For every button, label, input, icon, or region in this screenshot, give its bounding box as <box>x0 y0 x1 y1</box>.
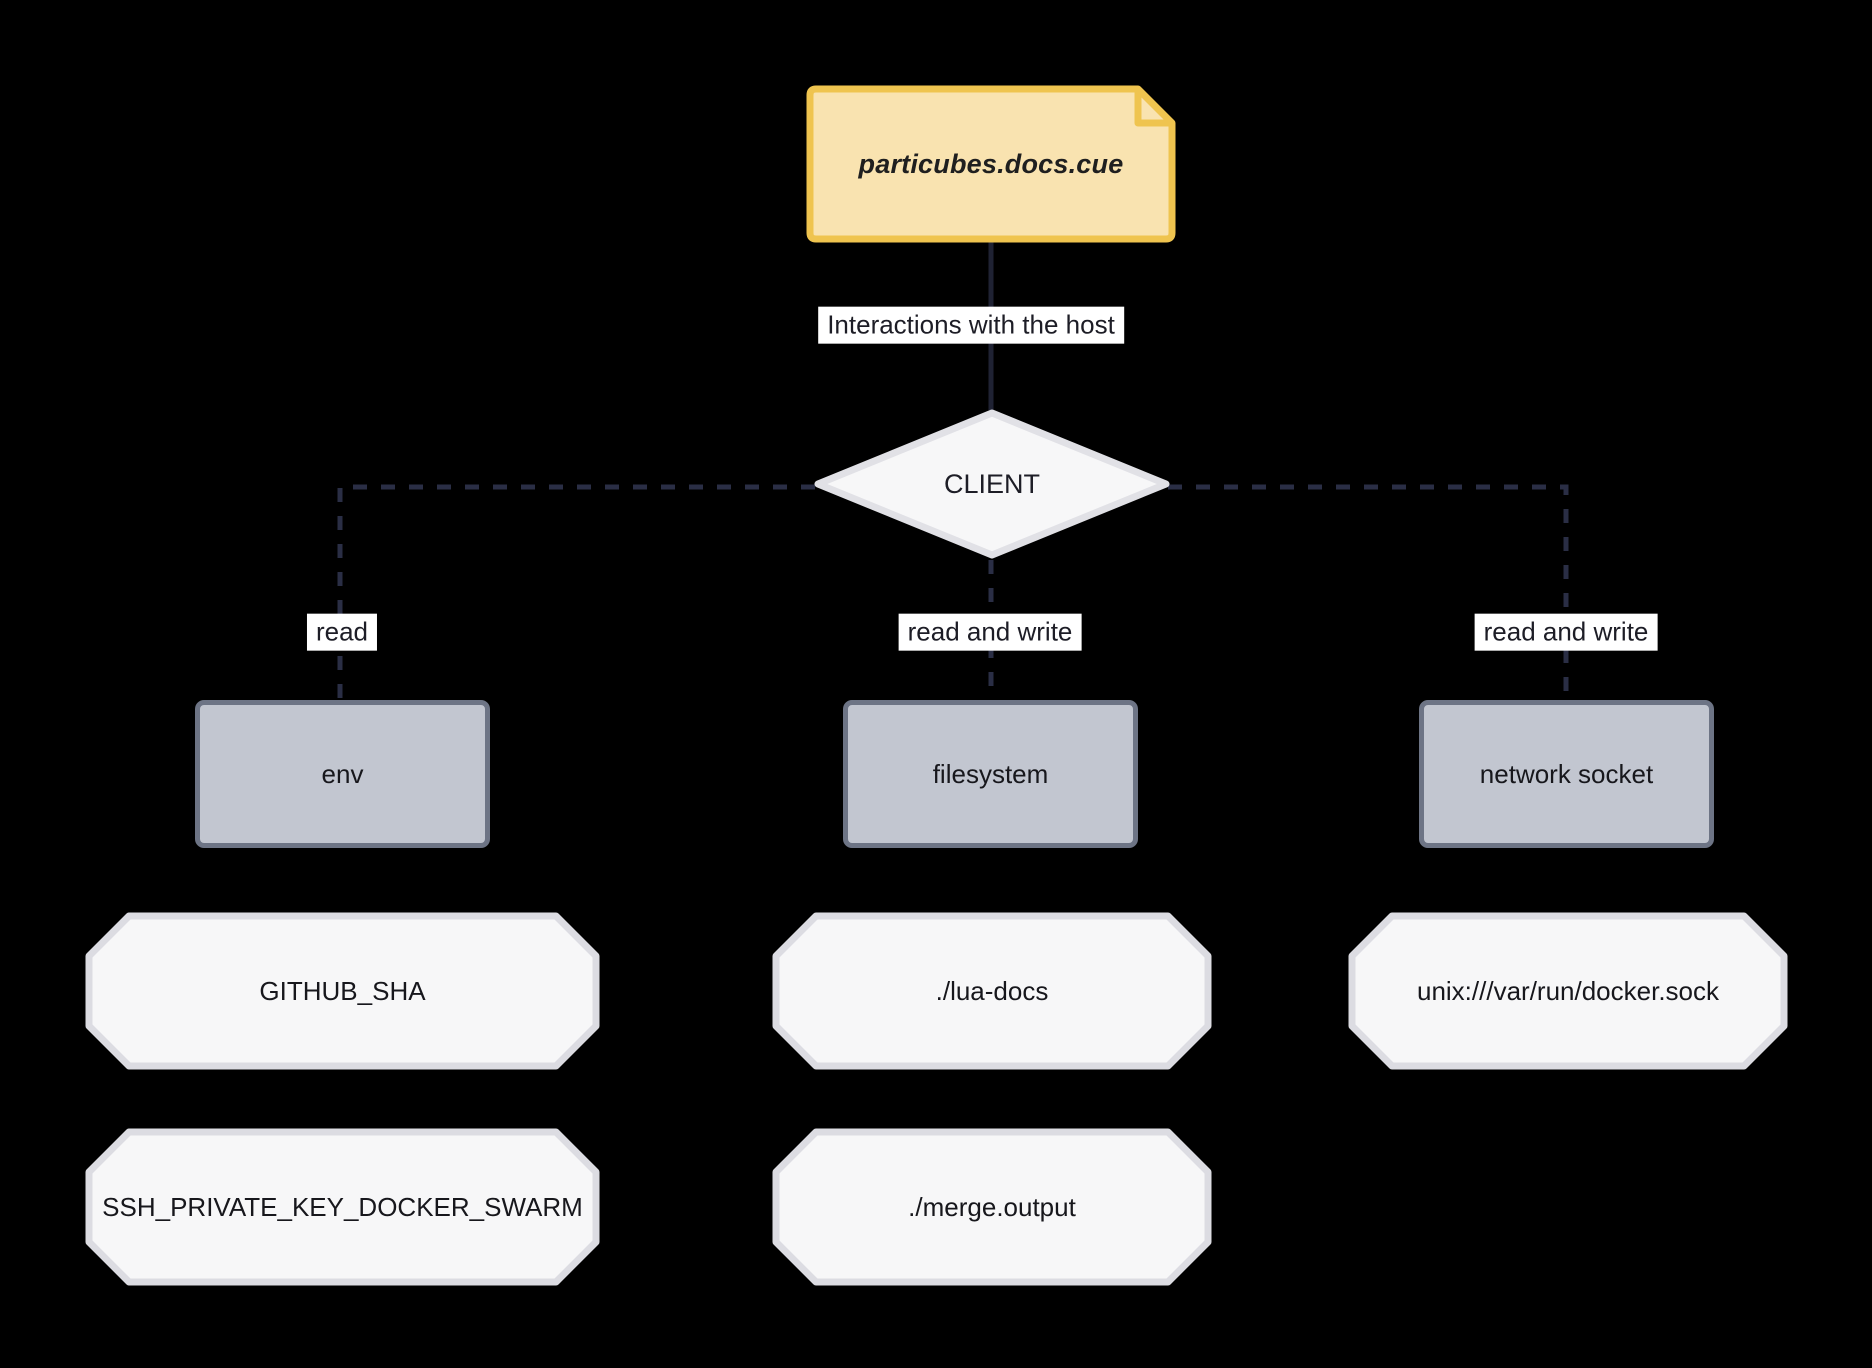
node-docker-sock[interactable]: unix:///var/run/docker.sock <box>1348 912 1788 1070</box>
node-ssh-private-key-docker-swarm-label: SSH_PRIVATE_KEY_DOCKER_SWARM <box>102 1191 583 1222</box>
node-lua-docs-label: ./lua-docs <box>935 975 1049 1006</box>
node-filesystem-label: filesystem <box>932 758 1049 789</box>
node-merge-output[interactable]: ./merge.output <box>772 1128 1212 1286</box>
node-docker-sock-label: unix:///var/run/docker.sock <box>1416 975 1720 1006</box>
node-network-socket-label: network socket <box>1479 758 1654 789</box>
edge-label-client-to-filesystem: read and write <box>898 613 1082 651</box>
note-shape <box>806 85 1176 243</box>
node-filesystem[interactable]: filesystem <box>843 700 1138 848</box>
node-github-sha-label: GITHUB_SHA <box>259 975 426 1006</box>
node-source-file-label: particubes.docs.cue <box>858 148 1124 179</box>
node-env-label: env <box>321 758 364 789</box>
node-source-file[interactable]: particubes.docs.cue <box>806 85 1176 243</box>
node-env[interactable]: env <box>195 700 490 848</box>
octagon-shape <box>772 912 1212 1070</box>
edge-client-to-network-socket <box>1168 484 1569 700</box>
node-lua-docs[interactable]: ./lua-docs <box>772 912 1212 1070</box>
octagon-shape <box>1348 912 1788 1070</box>
edge-label-client-to-env: read <box>306 613 378 651</box>
edge-label-client-to-network-socket: read and write <box>1474 613 1658 651</box>
node-merge-output-label: ./merge.output <box>908 1191 1076 1222</box>
edge-client-to-env <box>337 484 815 700</box>
octagon-shape <box>85 1128 600 1286</box>
diamond-shape <box>814 409 1170 559</box>
node-ssh-private-key-docker-swarm[interactable]: SSH_PRIVATE_KEY_DOCKER_SWARM <box>85 1128 600 1286</box>
octagon-shape <box>772 1128 1212 1286</box>
node-client-label: CLIENT <box>943 468 1041 499</box>
node-github-sha[interactable]: GITHUB_SHA <box>85 912 600 1070</box>
node-network-socket[interactable]: network socket <box>1419 700 1714 848</box>
octagon-shape <box>85 912 600 1070</box>
edge-label-file-to-client: Interactions with the host <box>818 306 1124 344</box>
node-client[interactable]: CLIENT <box>813 408 1171 560</box>
